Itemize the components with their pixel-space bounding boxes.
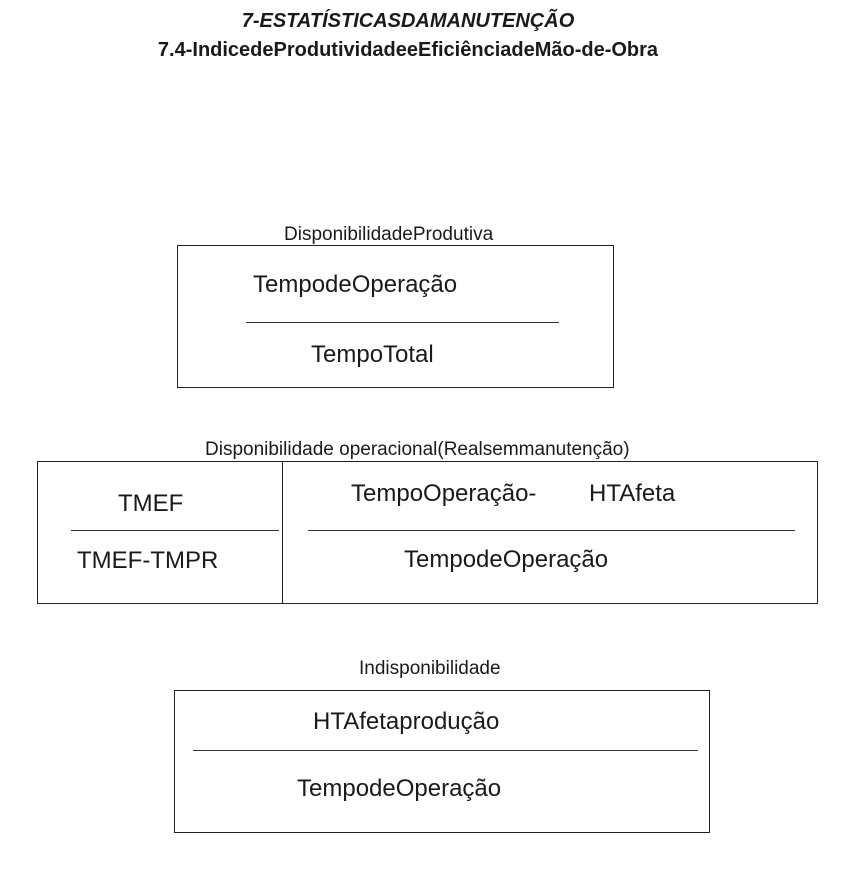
fraction-bar [246, 322, 559, 323]
fraction-bar-right [308, 530, 795, 531]
caption-disponibilidade-operacional: Disponibilidade operacional(Realsemmanut… [205, 439, 630, 460]
caption-indisponibilidade: Indisponibilidade [359, 658, 501, 679]
cell-divider [282, 462, 283, 603]
document-title: 7-ESTATÍSTICASDAMANUTENÇÃO [241, 10, 575, 32]
fraction-bar-left [71, 530, 279, 531]
denominator-tempo-de-operacao: TempodeOperação [297, 775, 502, 802]
formula-box-disponibilidade-produtiva: TempodeOperação TempoTotal [177, 245, 614, 388]
fraction-bar [193, 750, 698, 751]
numerator-ht-afeta: HTAfeta [589, 480, 676, 507]
denominator-tempo-de-operacao: TempodeOperação [404, 546, 609, 573]
numerator-tempo-de-operacao: TempodeOperação [253, 271, 458, 298]
formula-box-indisponibilidade: HTAfetaprodução TempodeOperação [174, 690, 710, 833]
denominator-tmef-tmpr: TMEF-TMPR [77, 547, 219, 574]
denominator-tempo-total: TempoTotal [311, 341, 434, 368]
section-subtitle: 7.4-IndicedeProdutividadeeEficiênciadeMã… [157, 39, 659, 61]
numerator-tempo-operacao: TempoOperação- [351, 480, 537, 507]
formula-box-disponibilidade-operacional: TMEF TMEF-TMPR TempoOperação- HTAfeta Te… [37, 461, 818, 604]
caption-disponibilidade-produtiva: DisponibilidadeProdutiva [284, 224, 494, 245]
numerator-tmef: TMEF [118, 490, 184, 517]
numerator-ht-afeta-producao: HTAfetaprodução [313, 708, 500, 735]
